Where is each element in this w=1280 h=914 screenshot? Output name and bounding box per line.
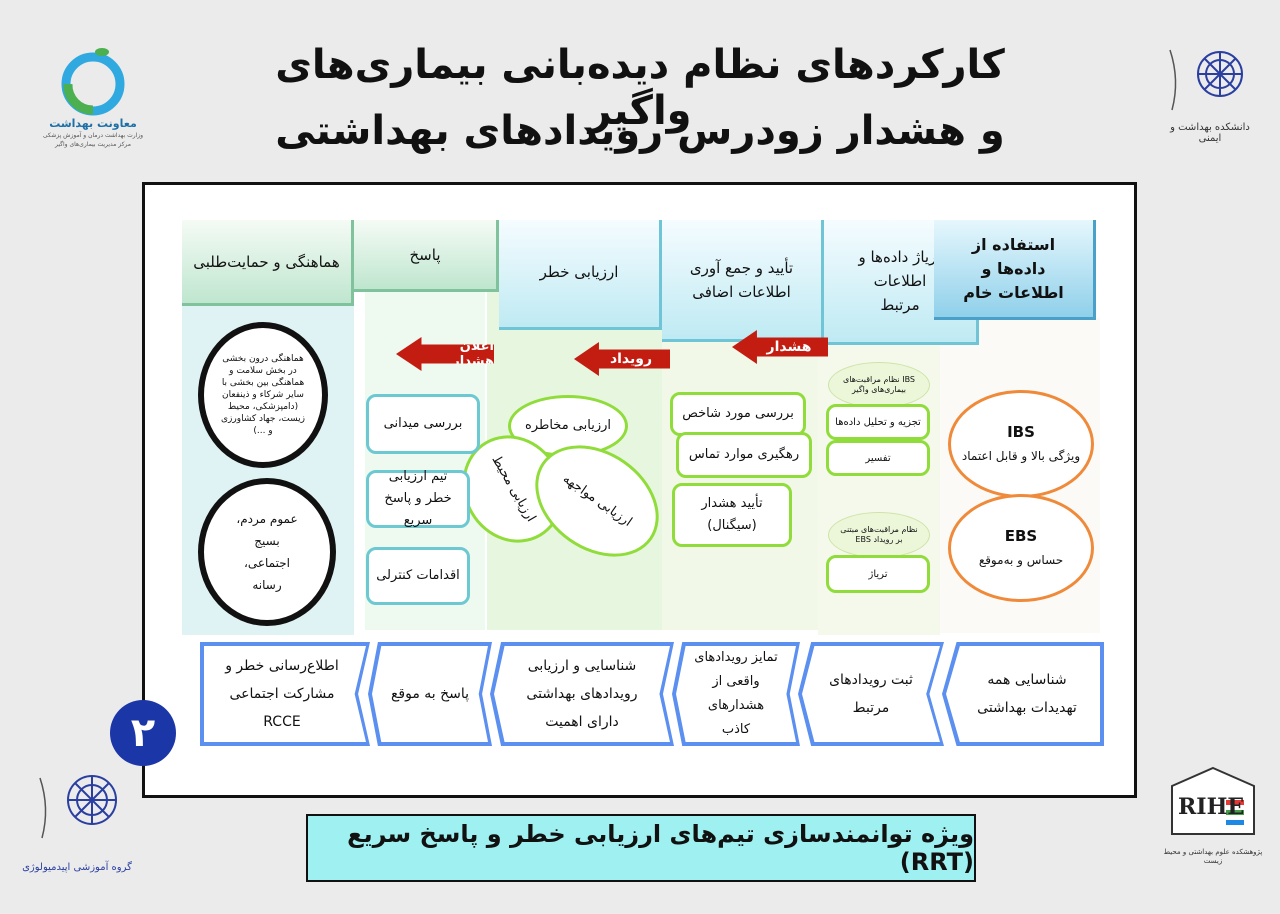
coordination-circle: هماهنگی درون بخشی در بخش سلامت و هماهنگی…	[198, 322, 328, 468]
ibs-title: IBS	[1007, 423, 1035, 441]
outcome-3-frame: تمایز رویدادهای واقعی از هشدارهای کاذب	[672, 642, 800, 746]
title-line-2: و هشدار زودرس رویدادهای بهداشتی	[275, 108, 1005, 154]
event-arrow-label: رویداد	[609, 351, 653, 367]
outcome-1: شناسایی همه تهدیدات بهداشتی	[946, 646, 1100, 742]
field-investigation-box: بررسی میدانی	[366, 394, 480, 454]
column-3-header: تأیید و جمع آوری اطلاعات اضافی	[662, 220, 824, 342]
index-case-box: بررسی مورد شاخص	[670, 392, 806, 436]
column-6-header: هماهنگی و حمایت‌طلبی	[182, 220, 354, 306]
column-5-header: پاسخ	[354, 220, 499, 292]
outcome-3: تمایز رویدادهای واقعی از هشدارهای کاذب	[676, 646, 796, 742]
outcome-5: پاسخ به موقع	[372, 646, 488, 742]
rihe-mark: RIHE	[1178, 794, 1245, 820]
health-deputy-sub2: مرکز مدیریت بیماری‌های واگیر	[55, 141, 131, 148]
ibs-ellipse: IBS ویژگی بالا و قابل اعتماد	[948, 390, 1094, 498]
university-emblem-icon	[1169, 49, 1243, 111]
outcome-4: شناسایی و ارزیابی رویدادهای بهداشتی دارا…	[494, 646, 670, 742]
outcome-5-frame: پاسخ به موقع	[368, 642, 492, 746]
column-4-header: ارزیابی خطر	[499, 220, 662, 330]
signal-verification-box: تأیید هشدار (سیگنال)	[672, 483, 792, 547]
triage-box: تریاژ	[826, 555, 930, 593]
footer-banner: ویژه توانمندسازی تیم‌های ارزیابی خطر و پ…	[306, 814, 976, 882]
logo-rihe: RIHE پژوهشکده علوم بهداشتی و محیط زیست	[1164, 764, 1262, 889]
epidemiology-group-caption: گروه آموزشی اپیدمیولوژی	[22, 862, 132, 873]
rihe-caption: پژوهشکده علوم بهداشتی و محیط زیست	[1163, 848, 1263, 865]
outcome-2-frame: ثبت رویدادهای مرتبط	[798, 642, 944, 746]
outcome-2: ثبت رویدادهای مرتبط	[802, 646, 940, 742]
rrt-team-box: تیم ارزیابی خطر و پاسخ سریع	[366, 469, 470, 528]
ebs-text: حساس و به‌موقع	[978, 553, 1064, 567]
outcome-6-frame: اطلاع‌رسانی خطر و مشارکت اجتماعی RCCE	[200, 642, 370, 746]
rihe-logo-icon	[1171, 766, 1255, 835]
column-1-header: استفاده از داده‌ها و اطلاعات خام	[934, 220, 1096, 320]
title-line-1: کارکردهای نظام دیده‌بانی بیماری‌های واگی…	[275, 42, 1005, 134]
ibs-surveillance-oval: IBS نظام مراقبت‌های بیماری‌های واگیر	[828, 362, 930, 408]
ibs-text: ویژگی بالا و قابل اعتماد	[961, 449, 1081, 463]
logo-university-bottom: گروه آموزشی اپیدمیولوژی	[22, 766, 132, 891]
ebs-ellipse: EBS حساس و به‌موقع	[948, 494, 1094, 602]
outcome-6: اطلاع‌رسانی خطر و مشارکت اجتماعی RCCE	[204, 646, 366, 742]
interpretation-box: تفسیر	[826, 440, 930, 476]
health-deputy-logo-icon	[61, 48, 125, 116]
outcome-1-frame: شناسایی همه تهدیدات بهداشتی	[942, 642, 1104, 746]
alert-arrow-label: هشدار	[766, 339, 812, 355]
column-3-body	[662, 330, 822, 630]
health-deputy-sub1: وزارت بهداشت درمان و آموزش پزشکی	[42, 132, 144, 139]
outcome-4-frame: شناسایی و ارزیابی رویدادهای بهداشتی دارا…	[490, 642, 674, 746]
logo-health-deputy: معاونت بهداشت وزارت بهداشت درمان و آموزش…	[38, 40, 148, 160]
ebs-title: EBS	[1004, 527, 1038, 545]
contact-tracing-box: رهگیری موارد تماس	[676, 432, 812, 478]
data-analysis-box: تجزیه و تحلیل داده‌ها	[826, 404, 930, 440]
control-measures-box: اقدامات کنترلی	[366, 547, 470, 605]
university-top-caption: دانشکده بهداشت و ایمنی	[1170, 122, 1250, 144]
health-deputy-caption: معاونت بهداشت	[49, 117, 137, 130]
public-media-circle: عموم مردم، بسیج اجتماعی، رسانه	[198, 478, 336, 626]
university-emblem-bottom-icon	[39, 775, 117, 839]
page-number-badge: ۲	[110, 700, 176, 766]
logo-university-top: دانشکده بهداشت و ایمنی	[1160, 40, 1260, 150]
ebs-surveillance-oval: نظام مراقبت‌های مبتنی بر رویداد EBS	[828, 512, 930, 558]
